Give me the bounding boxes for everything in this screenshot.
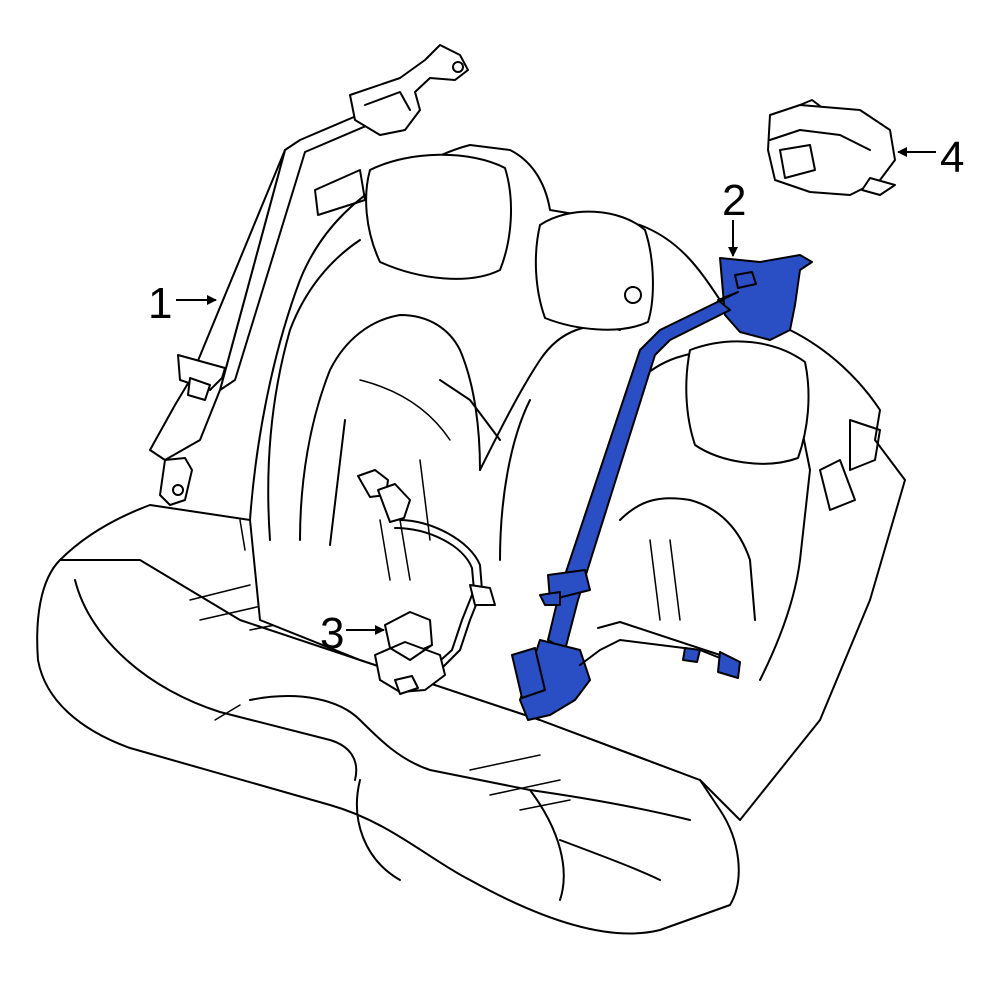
callout-4: 4 bbox=[897, 133, 964, 182]
headrest-center bbox=[534, 210, 654, 331]
callout-2-label: 2 bbox=[722, 176, 746, 225]
callout-3-label: 3 bbox=[320, 609, 344, 658]
part-4-module bbox=[767, 99, 896, 196]
headrest-left bbox=[314, 153, 512, 280]
part-2-right-seat-belt bbox=[511, 254, 813, 721]
headrest-right bbox=[685, 340, 810, 465]
part-1-left-seat-belt bbox=[149, 44, 469, 506]
callout-2: 2 bbox=[722, 176, 746, 257]
callout-4-label: 4 bbox=[940, 133, 964, 182]
part-3-buckle-harness bbox=[357, 469, 496, 695]
callout-3: 3 bbox=[320, 609, 385, 658]
callout-1-label: 1 bbox=[148, 279, 172, 328]
callout-1: 1 bbox=[148, 279, 217, 328]
